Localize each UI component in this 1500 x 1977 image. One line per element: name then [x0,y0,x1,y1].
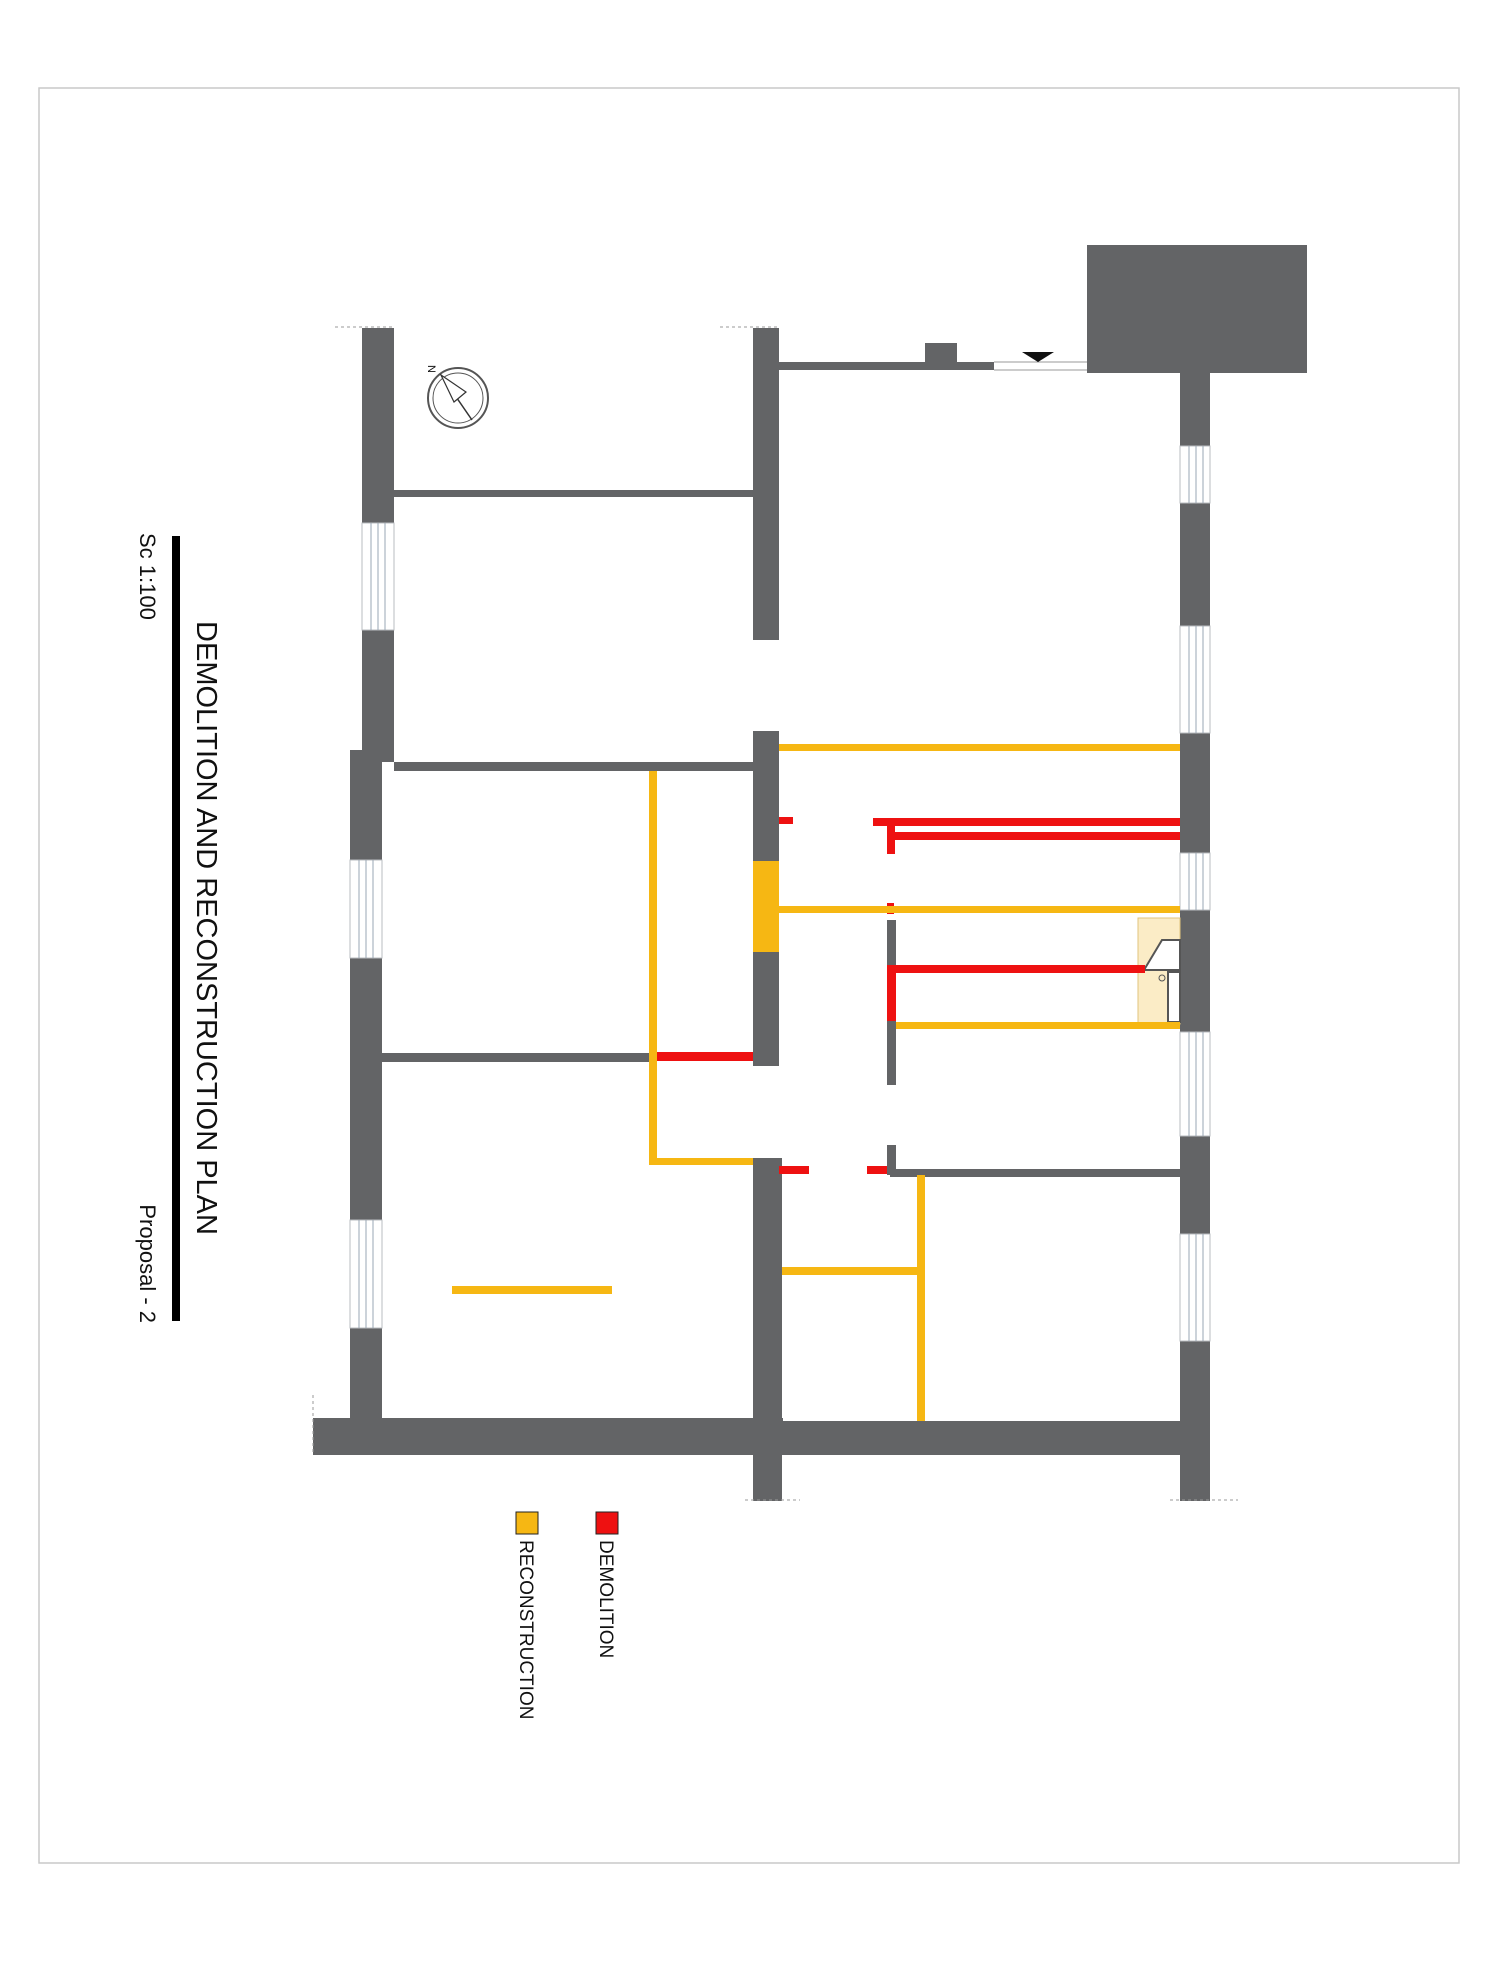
scale-label: Sc 1:100 [135,533,160,620]
demo-2 [873,818,1180,826]
recon-8 [782,1267,917,1275]
break-lines [312,326,1238,1501]
window-right-2 [1179,625,1211,734]
wall-right-6 [1180,1341,1210,1501]
legend-item-reconstruction: RECONSTRUCTION [515,1511,539,1719]
wall-bottom-right [783,1421,1183,1455]
windows [349,352,1211,1342]
recon-4 [753,861,779,952]
wall-spine-mid-2 [753,952,779,1066]
entrance-arrow-icon [1022,352,1054,362]
plan-title: DEMOLITION AND RECONSTRUCTION PLAN [190,621,222,1235]
title-block: DEMOLITION AND RECONSTRUCTION PLAN Sc 1:… [135,533,222,1323]
wall-bottom [313,1418,783,1455]
existing-walls [313,245,1307,1501]
north-label: N [425,365,437,373]
legend-label-demolition: DEMOLITION [595,1540,616,1658]
wall-right-5 [1180,1136,1210,1234]
recon-1 [779,744,1180,751]
wall-int-1 [394,490,753,497]
wall-left-upper-2 [362,630,394,760]
legend-swatch-demolition [595,1511,619,1535]
window-left-3 [349,1219,383,1329]
wall-right-2 [1180,503,1210,626]
window-right-4 [1179,1031,1211,1137]
wall-left-low [350,1328,382,1418]
wall-int-6 [887,1145,896,1175]
demo-8 [657,1052,753,1061]
wall-int-4 [890,1169,1180,1177]
window-left-2 [349,859,383,959]
recon-9 [452,1286,612,1294]
recon-2 [649,771,657,1165]
wall-spine-top [753,328,779,640]
legend-item-demolition: DEMOLITION [595,1511,619,1658]
legend-swatch-reconstruction [515,1511,539,1535]
legend: DEMOLITION RECONSTRUCTION [515,1511,619,1719]
wall-right-4 [1180,910,1210,1032]
legend-label-reconstruction: RECONSTRUCTION [515,1540,536,1719]
recon-3 [649,1158,753,1165]
recon-6 [896,1022,1180,1029]
proposal-label: Proposal - 2 [135,1204,160,1323]
recon-5 [779,906,1180,913]
wall-int-3 [382,1053,657,1062]
window-right-1 [1179,445,1211,504]
recon-7 [917,1175,925,1421]
reconstruction-walls [452,744,1180,1421]
sheet-border [38,87,1460,1864]
wall-left-upper [362,328,394,523]
wall-left-mid-2 [350,958,382,1220]
demo-9 [779,1166,809,1174]
wall-right-1 [1180,370,1210,446]
window-right-5 [1179,1233,1211,1342]
sink-counter [1137,917,1181,1025]
wall-int-2 [394,762,753,771]
wall-spine-low [753,1158,782,1501]
stair-block [1087,245,1307,373]
wall-right-3 [1180,733,1210,853]
wall-spine-mid [753,731,779,861]
entrance-door [994,352,1087,371]
demo-10 [867,1166,887,1174]
wall-top-pier [925,343,957,370]
window-left-1 [361,522,395,631]
north-arrow-icon: N [425,365,489,429]
wall-top [779,362,994,370]
demo-4 [887,832,1180,840]
demo-6 [887,965,1145,973]
wall-left-mid [350,750,382,860]
title-rule [172,536,180,1321]
window-right-3 [1179,852,1211,911]
demo-1 [779,817,793,824]
demo-7 [887,965,896,1021]
demolition-walls [657,817,1180,1174]
